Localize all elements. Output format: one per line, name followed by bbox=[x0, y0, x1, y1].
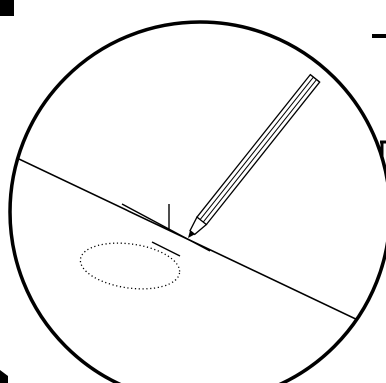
bottom-left-mark bbox=[0, 370, 8, 383]
top-left-mark bbox=[0, 0, 14, 16]
circle-view bbox=[10, 22, 386, 383]
